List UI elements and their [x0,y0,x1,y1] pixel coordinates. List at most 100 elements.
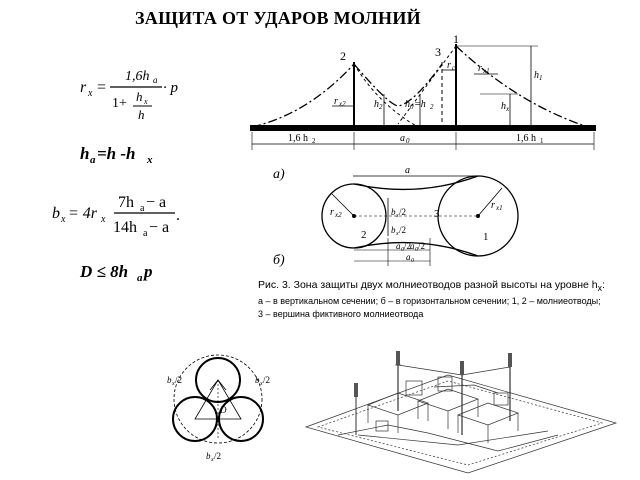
svg-text:= 4r: = 4r [68,205,98,222]
svg-text:r: r [447,60,451,71]
zone-right-outer [455,45,589,128]
svg-text:14h: 14h [113,219,137,236]
svg-text:0: 0 [415,247,418,253]
caption-line-1: Рис. 3. Зона защиты двух молниеотводов р… [258,279,598,291]
svg-text:− a: − a [149,219,169,236]
svg-text:a: a [396,241,401,251]
svg-text:a: a [406,252,411,262]
svg-text:r: r [491,200,495,211]
svg-text:1: 1 [540,137,544,145]
svg-text:x: x [60,214,66,225]
svg-text:p: p [142,262,153,281]
svg-text:a: a [410,241,415,251]
zone-left-outer [251,63,355,128]
svg-text:1,6h: 1,6h [125,69,150,84]
svg-text:2: 2 [361,229,367,241]
svg-text:h: h [138,107,145,122]
svg-text:0: 0 [410,103,414,111]
svg-text:x: x [100,214,106,225]
svg-text:=h: =h [414,99,426,110]
svg-text:r: r [330,207,334,218]
svg-text:б): б) [273,253,285,268]
svg-text:/2: /2 [418,241,425,251]
svg-text:a: a [405,165,410,176]
svg-text:a: a [143,228,148,239]
svg-text:b: b [391,225,396,235]
svg-text:/2: /2 [399,207,406,217]
formulas-panel: r x = 1,6h a 1+ h x h · p h a =h -h x b … [52,69,180,284]
svg-text:h: h [80,144,89,163]
svg-text:x: x [171,381,175,387]
svg-text:r: r [80,79,87,96]
formula-bx: b x = 4r x 7h a − a 14h a − a . [52,194,180,239]
svg-text:/2: /2 [399,225,406,235]
svg-text:h: h [374,99,379,110]
svg-text:=: = [97,79,106,96]
svg-text:b: b [391,207,396,217]
svg-text:/2: /2 [263,375,270,385]
zone-middle [353,63,443,107]
svg-text:x: x [87,88,93,99]
outer-dashed-circle [173,354,263,444]
caption-line-2: а – в вертикальном сечении; б – в горизо… [258,296,601,307]
svg-text:1: 1 [483,231,489,243]
figure-caption: Рис. 3. Зона защиты двух молниеотводов р… [258,279,630,321]
svg-text:/2: /2 [404,241,411,251]
svg-text:а): а) [273,167,285,182]
svg-text:3: 3 [435,45,441,59]
svg-text:a: a [140,203,145,214]
svg-text:1,6 h: 1,6 h [516,133,536,144]
svg-text:1,6 h: 1,6 h [288,133,308,144]
svg-text:x: x [395,231,399,237]
svg-text:0: 0 [406,137,410,145]
zone-1-inner [397,45,457,125]
svg-text:h: h [501,101,506,112]
svg-text:D ≤ 8h: D ≤ 8h [79,262,128,281]
svg-text:a: a [153,75,158,85]
svg-text:x1: x1 [482,67,490,75]
zone-2-inner [353,63,419,128]
svg-text:r: r [334,96,338,107]
svg-text:h: h [405,99,410,110]
svg-text:x2: x2 [338,100,346,108]
svg-text:x: x [395,213,399,219]
svg-text:b: b [52,205,60,222]
svg-text:· p: · p [163,80,179,96]
svg-text:r: r [478,63,482,74]
ground-line [250,125,596,131]
svg-text:b: b [167,375,172,385]
svg-text:x: x [259,381,263,387]
svg-text:x: x [210,457,214,463]
formula-ha: h a =h -h x [80,144,153,166]
svg-text:0: 0 [411,258,414,264]
svg-text:/2: /2 [214,451,221,461]
page-title: ЗАЩИТА ОТ УДАРОВ МОЛНИЙ [135,8,421,28]
svg-text:x: x [143,97,148,106]
svg-text:b: b [255,375,260,385]
svg-text:2: 2 [312,137,316,145]
svg-text:3: 3 [434,208,440,220]
svg-text:7h: 7h [118,194,134,211]
svg-text:a: a [137,272,143,284]
caption-line-3: 3 – вершина фиктивного молниеотвода [258,309,424,320]
formula-rx: r x = 1,6h a 1+ h x h · p [80,69,179,122]
svg-text:2: 2 [340,49,346,63]
svg-text:D: D [219,405,227,415]
svg-text:a: a [400,133,405,144]
svg-text:x: x [505,105,510,113]
svg-text:0: 0 [401,247,404,253]
svg-text:b: b [206,451,211,461]
svg-text:.: . [176,207,180,224]
formula-d: D ≤ 8h a p [79,262,153,284]
svg-text:x1: x1 [495,204,503,212]
svg-text:− a: − a [146,194,166,211]
svg-text:h: h [136,89,143,104]
svg-text:1+: 1+ [112,96,127,111]
svg-text:x: x [146,154,153,166]
svg-text:x2: x2 [334,211,342,219]
svg-text:/2: /2 [175,375,182,385]
svg-text:1: 1 [453,34,459,46]
